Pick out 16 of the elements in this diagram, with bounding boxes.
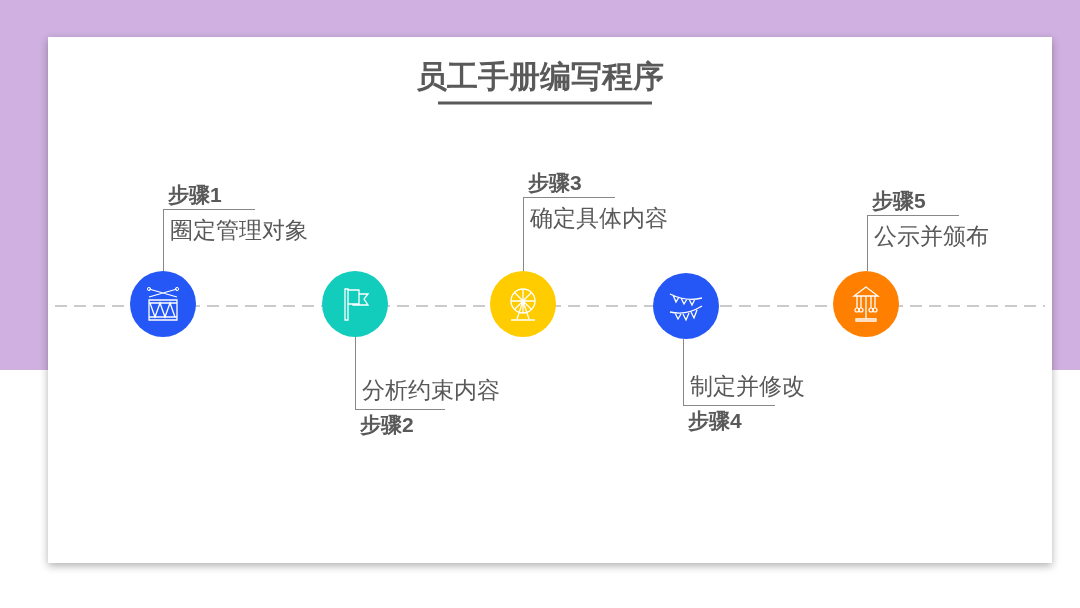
leader-line: [867, 255, 868, 272]
step-heading: 步骤1: [163, 180, 255, 210]
step-description: 圈定管理对象: [163, 210, 308, 250]
step-description: 分析约束内容: [355, 370, 500, 410]
step-heading: 步骤3: [523, 168, 615, 198]
leader-line: [355, 336, 356, 371]
leader-line: [163, 249, 164, 272]
leader-line: [523, 237, 524, 272]
step-description: 确定具体内容: [523, 198, 668, 238]
step-description: 公示并颁布: [867, 216, 989, 256]
step-description: 制定并修改: [683, 366, 805, 406]
step-heading: 步骤2: [359, 412, 415, 438]
leader-line: [683, 338, 684, 367]
title: 员工手册编写程序: [415, 58, 665, 96]
step-heading: 步骤4: [687, 408, 743, 434]
step-heading: 步骤5: [867, 186, 959, 216]
